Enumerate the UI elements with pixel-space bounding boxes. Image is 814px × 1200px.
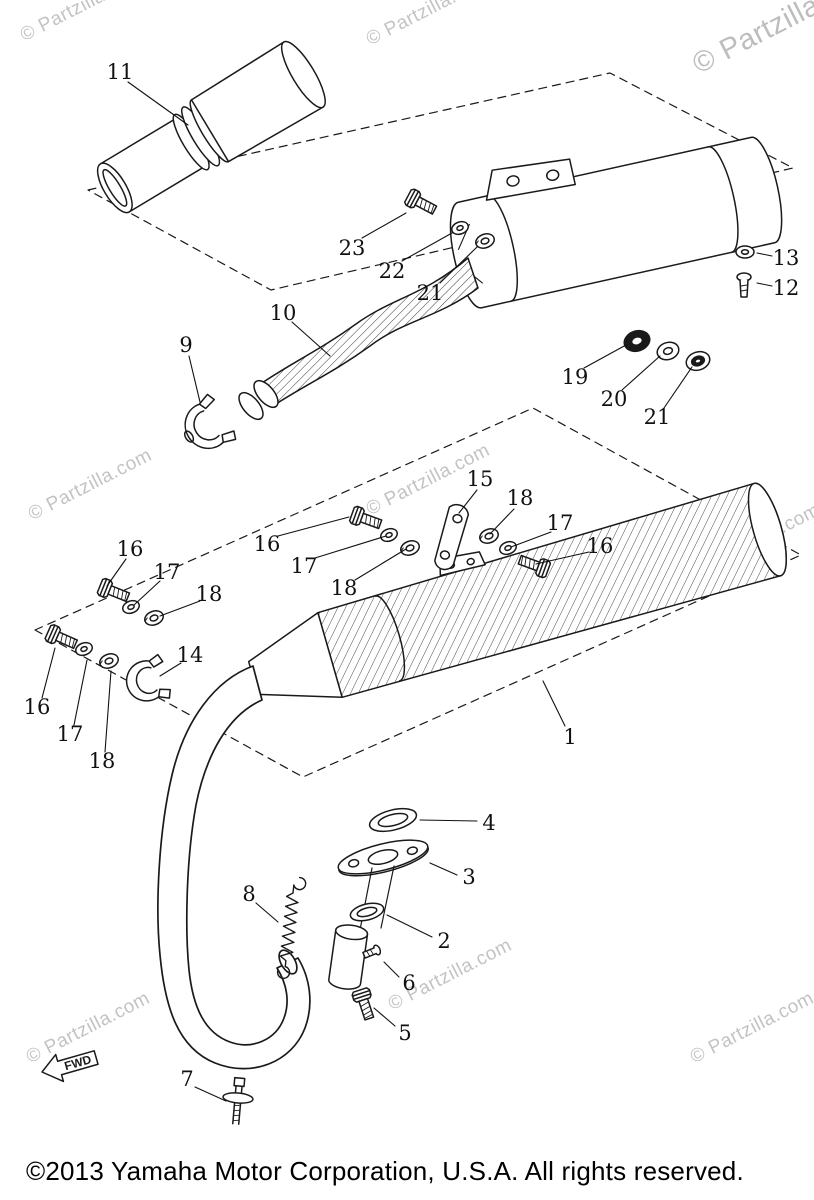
callout-22: 22 [379, 259, 406, 283]
callout-18-d: 18 [89, 749, 116, 773]
callout-8: 8 [242, 882, 255, 906]
part-5-bolt [350, 986, 379, 1023]
part-17-washer-a [378, 525, 400, 545]
callout-11: 11 [107, 60, 134, 84]
part-9-clamp [183, 393, 237, 450]
callout-18-a: 18 [331, 576, 358, 600]
callout-10: 10 [270, 301, 297, 325]
callout-12: 12 [773, 276, 800, 300]
callout-21-top: 21 [417, 281, 444, 305]
callout-17-d: 17 [57, 722, 84, 746]
callout-4: 4 [482, 811, 495, 835]
callout-14: 14 [177, 643, 204, 667]
callout-6: 6 [402, 971, 415, 995]
part-20-collar [656, 341, 680, 361]
part-17-washer-d [73, 639, 95, 659]
part-12-screw [736, 272, 752, 298]
callout-7: 7 [180, 1067, 193, 1091]
dashed-group-box-top [87, 72, 794, 291]
callout-16-d: 16 [24, 695, 51, 719]
copyright-text: ©2013 Yamaha Motor Corporation, U.S.A. A… [26, 1156, 744, 1186]
part-13-washer [735, 245, 755, 259]
part-11-silencer [96, 40, 326, 214]
fwd-arrow: FWD [41, 1050, 99, 1083]
callout-2: 2 [437, 929, 450, 953]
callout-3: 3 [462, 865, 475, 889]
callout-19: 19 [562, 365, 589, 389]
part-18-washer-a [397, 537, 423, 559]
callout-15: 15 [467, 467, 494, 491]
callout-labels: 11 23 22 21 10 9 13 12 19 20 21 15 16 17… [24, 60, 800, 1091]
part-18-washer-d [96, 650, 122, 672]
joint-sleeve [328, 924, 369, 990]
part-18-washer-b [476, 525, 502, 547]
part-1-header-pipe [157, 665, 311, 1070]
callout-17-c: 17 [154, 560, 181, 584]
part-16-bolt-a [348, 504, 385, 534]
callout-1: 1 [563, 725, 576, 749]
callout-23: 23 [339, 236, 366, 260]
part-14-clamp [125, 653, 171, 702]
part-2-gasket [349, 902, 385, 922]
callout-16-a: 16 [254, 532, 281, 556]
part-1-muffler [247, 482, 787, 699]
part-18-washer-c [141, 607, 167, 629]
part-6-stud [362, 944, 382, 959]
callout-16-c: 16 [117, 537, 144, 561]
callout-18-c: 18 [196, 582, 223, 606]
callout-9: 9 [179, 333, 192, 357]
callout-16-b: 16 [587, 534, 614, 558]
callout-17-a: 17 [291, 554, 318, 578]
part-10-pipe [238, 257, 479, 421]
part-16-bolt-d [43, 623, 80, 654]
callout-21-right: 21 [644, 405, 671, 429]
callout-leader-lines [41, 81, 773, 1102]
part-3-flange [337, 839, 429, 877]
upper-muffler-body [449, 136, 783, 309]
callout-13: 13 [773, 246, 800, 270]
part-23-bolt [403, 187, 440, 219]
part-7-stopper [222, 1076, 254, 1125]
part-19-damper [623, 329, 651, 353]
callout-5: 5 [398, 1021, 411, 1045]
callout-17-b: 17 [547, 511, 574, 535]
callout-18-b: 18 [507, 486, 534, 510]
part-21-washer-right [685, 350, 711, 372]
part-4-gasket [368, 807, 418, 833]
part-8-spring [276, 876, 307, 979]
part-16-bolt-c [95, 576, 132, 607]
callout-20: 20 [601, 387, 628, 411]
part-15-bracket [434, 503, 470, 571]
